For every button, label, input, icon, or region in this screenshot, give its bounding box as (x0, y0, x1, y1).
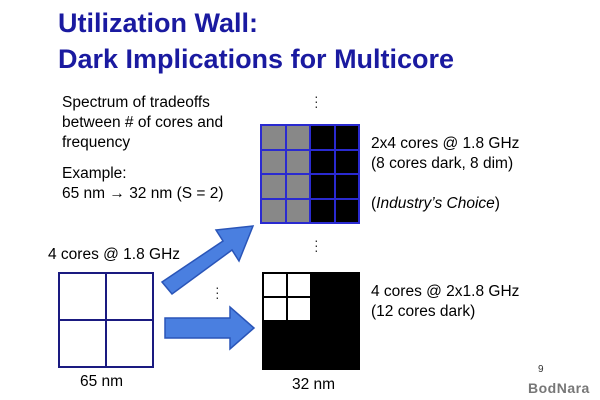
spectrum-line-2: between # of cores and (62, 114, 224, 131)
core-cell-dark (336, 274, 358, 296)
core-cell (60, 274, 105, 319)
choice-prefix: ( (371, 195, 377, 212)
core-cell-dark (312, 322, 334, 344)
arrow-right (164, 305, 256, 351)
option-top-text: 2x4 cores @ 1.8 GHz (8 cores dark, 8 dim… (371, 134, 519, 174)
node-label-65nm: 65 nm (80, 373, 124, 390)
core-cell-dark (311, 199, 334, 222)
core-cell-on (288, 298, 310, 320)
option-top-line-2: (8 cores dark, 8 dim) (371, 155, 514, 172)
industry-choice: (Industry’s Choice) (371, 194, 500, 214)
core-cell-dark (312, 274, 334, 296)
node-label-32nm: 32 nm (292, 376, 336, 393)
option-bottom-text: 4 cores @ 2x1.8 GHz (12 cores dark) (371, 282, 519, 322)
core-cell-dim (286, 175, 309, 198)
core-cell-dark (336, 346, 358, 368)
core-cell-on (288, 274, 310, 296)
core-grid-65nm (58, 272, 154, 368)
core-cell (107, 321, 152, 366)
core-grid-bottom (262, 272, 360, 370)
option-bottom-line-1: 4 cores @ 2x1.8 GHz (371, 283, 520, 300)
core-cell-dark (312, 298, 334, 320)
core-cell-dim (262, 175, 285, 198)
core-cell-on (264, 298, 286, 320)
core-cell (60, 321, 105, 366)
option-bottom-line-2: (12 cores dark) (371, 303, 476, 320)
core-cell-dark (288, 346, 310, 368)
core-cell-dark (312, 346, 334, 368)
arrow-up-right (160, 225, 255, 296)
title-line-1: Utilization Wall: (58, 8, 258, 38)
core-cell-dim (262, 199, 285, 222)
spectrum-line-3: frequency (62, 134, 131, 151)
core-cell-dark (335, 150, 358, 173)
spectrum-text: Spectrum of tradeoffs between # of cores… (62, 93, 223, 153)
core-cell-dark (335, 199, 358, 222)
vertical-ellipsis-top: ··· (314, 88, 319, 114)
core-cell-dim (286, 126, 309, 149)
vertical-ellipsis-left: ··· (215, 279, 220, 305)
core-cell-dim (262, 150, 285, 173)
core-cell-dark (311, 126, 334, 149)
core-cell-dark (288, 322, 310, 344)
core-cell (107, 274, 152, 319)
bodnara-logo: BodNara (528, 380, 590, 396)
core-cell-dim (262, 126, 285, 149)
spectrum-line-1: Spectrum of tradeoffs (62, 94, 210, 111)
core-cell-dim (286, 150, 309, 173)
example-line-1: Example: (62, 165, 127, 182)
core-cell-dark (311, 150, 334, 173)
core-cell-dark (336, 298, 358, 320)
core-cell-dark (311, 175, 334, 198)
example-line-2: 65 nm → 32 nm (S = 2) (62, 185, 224, 202)
vertical-ellipsis-middle: ··· (314, 232, 319, 258)
example-text: Example: 65 nm → 32 nm (S = 2) (62, 164, 224, 204)
core-cell-dim (286, 199, 309, 222)
choice-italic: Industry’s Choice (376, 195, 495, 212)
core-grid-top (260, 124, 360, 224)
choice-suffix: ) (494, 195, 500, 212)
core-cell-dark (264, 322, 286, 344)
baseline-label: 4 cores @ 1.8 GHz (48, 246, 181, 263)
core-cell-dark (264, 346, 286, 368)
core-cell-dark (336, 322, 358, 344)
page-number: 9 (538, 364, 544, 375)
option-top-line-1: 2x4 cores @ 1.8 GHz (371, 135, 520, 152)
core-cell-dark (335, 175, 358, 198)
core-cell-on (264, 274, 286, 296)
title-line-2: Dark Implications for Multicore (58, 44, 455, 74)
core-cell-dark (335, 126, 358, 149)
